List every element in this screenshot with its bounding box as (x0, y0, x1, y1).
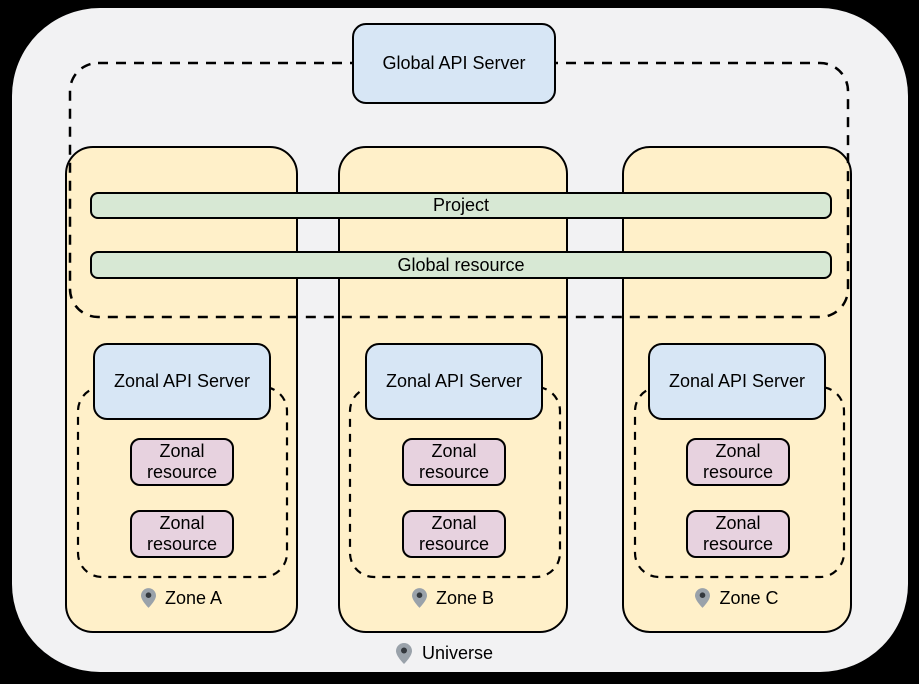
zone-c-api-server-box: Zonal API Server (648, 343, 826, 420)
zone-c-label: Zone C (719, 587, 779, 608)
zone-b-label: Zone B (435, 587, 495, 608)
zone-b-api-server-box: Zonal API Server (365, 343, 543, 420)
zone-c-resource-1-label: Zonal resource (702, 441, 774, 482)
zone-c-resource-2-label: Zonal resource (702, 513, 774, 554)
zone-b-resource-1-label: Zonal resource (418, 441, 490, 482)
zone-a-resource-1-label: Zonal resource (146, 441, 218, 482)
universe-label: Universe (422, 643, 494, 663)
global-resource-bar-label: Global resource (397, 254, 525, 275)
zone-c-resource-1: Zonal resource (686, 438, 790, 486)
zone-a-api-server-label: Zonal API Server (113, 371, 251, 391)
location-pin-icon (411, 588, 427, 608)
zone-c-label-group: Zone C (622, 586, 852, 610)
zone-a-label-group: Zone A (65, 586, 298, 610)
zone-a-api-server-box: Zonal API Server (93, 343, 271, 420)
zone-b-resource-2-label: Zonal resource (418, 513, 490, 554)
zone-b-resource-2: Zonal resource (402, 510, 506, 558)
zone-c-api-server-label: Zonal API Server (668, 371, 806, 391)
zone-b-label-group: Zone B (338, 586, 568, 610)
global-api-server-label: Global API Server (382, 53, 526, 73)
global-resource-bar: Global resource (90, 251, 832, 279)
zone-b-resource-1: Zonal resource (402, 438, 506, 486)
zone-a-resource-1: Zonal resource (130, 438, 234, 486)
zone-a-label: Zone A (164, 587, 223, 608)
universe-label-group: Universe (396, 643, 493, 664)
project-bar-label: Project (432, 195, 490, 215)
location-pin-icon (140, 588, 156, 608)
zone-a-resource-2: Zonal resource (130, 510, 234, 558)
global-api-server-box: Global API Server (352, 23, 556, 104)
location-pin-icon (396, 643, 412, 664)
project-bar: Project (90, 192, 832, 219)
zone-b-api-server-label: Zonal API Server (385, 371, 523, 391)
zone-c-resource-2: Zonal resource (686, 510, 790, 558)
location-pin-icon (695, 588, 711, 608)
zone-a-resource-2-label: Zonal resource (146, 513, 218, 554)
